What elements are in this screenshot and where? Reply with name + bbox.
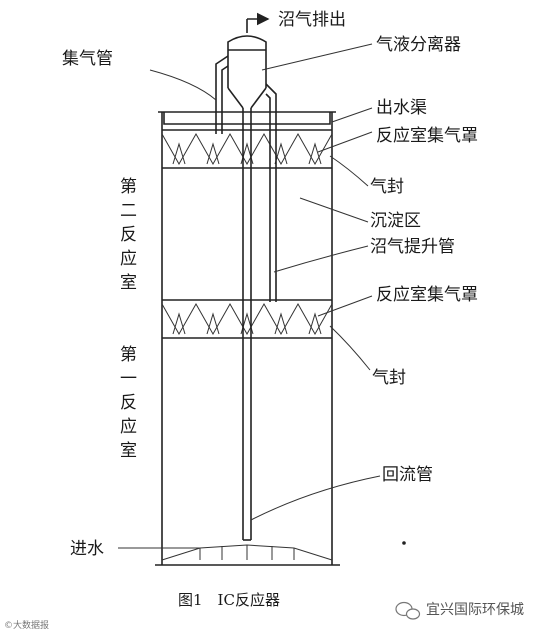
svg-text:反: 反: [120, 225, 137, 245]
label-effluent-channel: 出水渠: [376, 98, 427, 118]
gas-collect-pipe-shape: [215, 55, 229, 134]
leader-lines: [118, 43, 381, 549]
watermark-right: 宜兴国际环保城: [426, 602, 524, 618]
label-gas-collect-pipe: 集气管: [62, 49, 113, 69]
svg-text:应: 应: [120, 417, 137, 437]
label-biogas-outlet: 沼气排出: [278, 10, 346, 30]
label-gas-liquid-separator: 气液分离器: [376, 35, 461, 55]
label-gas-seal-lower: 气封: [372, 368, 406, 388]
svg-text:二: 二: [120, 201, 137, 221]
svg-text:应: 应: [120, 249, 137, 269]
label-biogas-riser: 沼气提升管: [370, 237, 455, 257]
stray-dot: [402, 541, 406, 545]
separator-vessel: [227, 12, 270, 109]
biogas-riser-shape: [265, 83, 277, 302]
svg-text:第: 第: [120, 345, 137, 365]
svg-text:室: 室: [120, 273, 137, 293]
label-settling-zone: 沉淀区: [370, 211, 421, 231]
label-gas-hood-lower: 反应室集气罩: [376, 285, 478, 305]
label-first-chamber: 第 一 反 应 室: [120, 345, 137, 461]
label-influent: 进水: [70, 539, 104, 559]
svg-text:室: 室: [120, 441, 137, 461]
bottom-distributor: [161, 544, 333, 561]
label-gas-hood-upper: 反应室集气罩: [376, 126, 478, 146]
svg-text:一: 一: [120, 369, 137, 389]
upper-gas-hood: [161, 129, 333, 169]
label-gas-seal-upper: 气封: [370, 177, 404, 197]
svg-text:第: 第: [120, 177, 137, 197]
return-pipe-shape: [242, 108, 252, 541]
figure-caption: 图1 IC反应器: [178, 591, 280, 609]
svg-text:反: 反: [120, 393, 137, 413]
label-second-chamber: 第 二 反 应 室: [120, 177, 137, 293]
effluent-channel-shape: [163, 112, 331, 125]
watermark-left: ©大数据报: [4, 619, 49, 631]
label-return-pipe: 回流管: [382, 465, 433, 485]
wechat-icon: [395, 601, 421, 620]
lower-gas-hood: [161, 299, 333, 339]
